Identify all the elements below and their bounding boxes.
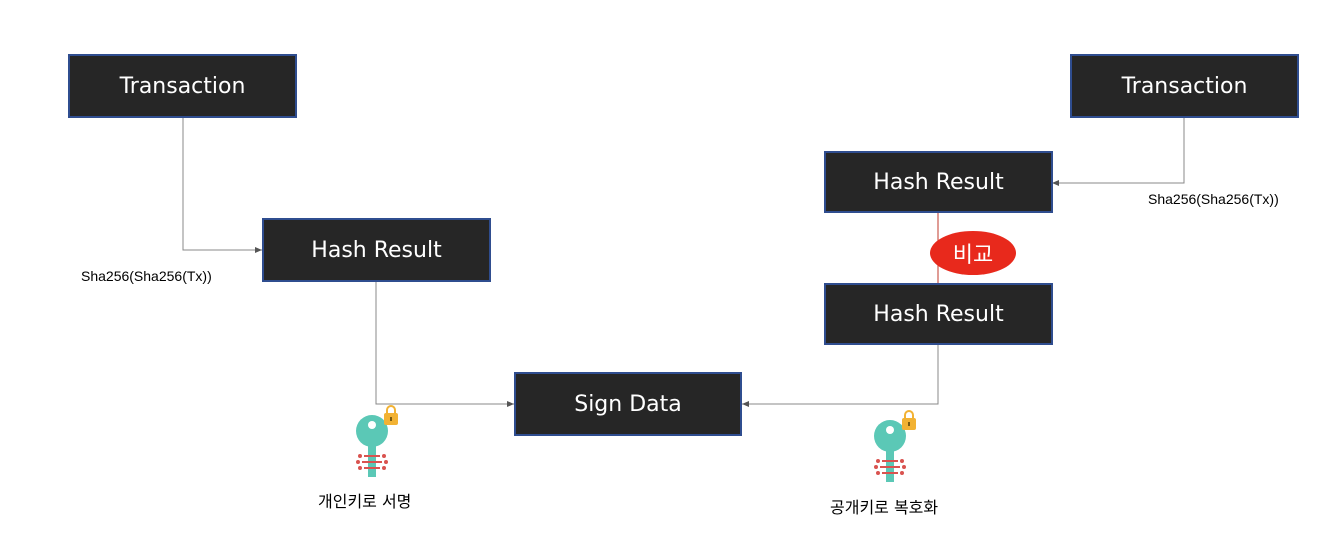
right-hash-result-bottom-label: Hash Result [873,301,1004,327]
public-key-decrypt-label: 공개키로 복호화 [830,498,939,517]
left-hash-result-box: Hash Result [262,218,491,282]
connector-left-hash-to-sign [375,282,514,407]
private-key-sign-label: 개인키로 서명 [318,492,412,511]
compare-label: 비교 [952,243,994,268]
connector-left-tx-to-hash [182,118,262,253]
connector-right-hash-to-sign [742,345,939,407]
connector-right-tx-to-hash [1052,118,1185,186]
left-hash-result-label: Hash Result [311,237,442,263]
right-hash-result-bottom-box: Hash Result [824,283,1053,345]
left-transaction-label: Transaction [119,73,246,99]
right-hash-formula: Sha256(Sha256(Tx)) [1148,191,1279,207]
private-key-icon [356,405,398,477]
left-transaction-box: Transaction [68,54,297,118]
right-transaction-label: Transaction [1121,73,1248,99]
left-hash-formula: Sha256(Sha256(Tx)) [81,268,212,284]
right-hash-result-top-box: Hash Result [824,151,1053,213]
sign-data-label: Sign Data [574,391,682,417]
right-transaction-box: Transaction [1070,54,1299,118]
right-hash-result-top-label: Hash Result [873,169,1004,195]
sign-data-box: Sign Data [514,372,742,436]
compare-badge: 비교 [930,231,1016,275]
public-key-icon [874,410,916,482]
